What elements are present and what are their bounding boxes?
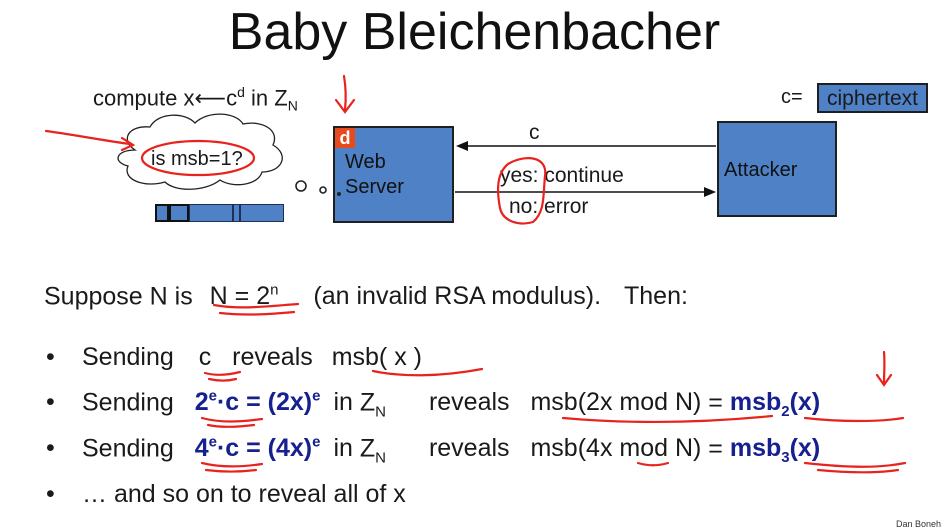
response-no: no: error [509,195,588,219]
b3-N: N [375,449,386,467]
server-key-badge: d [335,128,355,148]
ink-arrow-to-bubble-head [120,136,136,152]
compute-in: in [250,85,269,111]
ink-underline-c-2 [207,377,238,382]
ink-underline-2ec-2 [206,423,256,428]
author-footer: Dan Boneh [895,519,941,529]
b3-reveals: reveals [428,434,510,463]
ink-underline-4ec-2 [204,468,258,473]
b2-reveals: reveals [428,388,510,417]
c-equals-label: c= [781,86,803,108]
suppose-line: Suppose N is N = 2n (an invalid RSA modu… [44,282,688,311]
b3-exp1: e [208,434,217,451]
memory-block-2 [169,204,189,222]
bullet-dot-2: • [46,388,55,416]
b3-dotc: ·c = (4x) [216,434,313,463]
b3-Z: Z [359,434,376,463]
b3-exp2: e [312,434,321,451]
b2-two: 2 [194,388,209,417]
b2-sending: Sending [82,388,174,417]
attacker-label: Attacker [724,159,798,181]
response-yes: yes: continue [500,164,624,188]
suppose-then: Then: [624,282,688,311]
b3-four: 4 [194,434,209,463]
b3-eq: = [701,434,730,463]
b2-msb-result: msb2(x) [729,388,821,420]
b2-N: N [375,403,386,421]
bullet-4: … and so on to reveal all of x [82,480,406,508]
b2-exp2: e [312,388,321,405]
thought-bubble-tiny [319,186,327,194]
b2-expr: 2e·c = (2x)e [195,388,321,416]
ciphertext-box: ciphertext [817,83,928,113]
compute-x: x [183,85,195,111]
b3-sending: Sending [82,434,174,463]
modulus-eq: N = 2n [210,282,279,310]
ink-arrow-down [342,74,347,112]
b2-msb: msb [729,388,782,417]
b1-msb: msb( x ) [331,343,422,371]
b1-sending: Sending [82,343,174,371]
ink-underline-msb3-result-2 [816,468,900,474]
memory-block-3 [189,204,233,222]
error-label: error [544,195,589,218]
slide-title: Baby Bleichenbacher [228,3,721,61]
b3-x: (x) [789,434,821,463]
yes-label: yes: [500,164,539,187]
compute-d: d [237,84,245,100]
b2-in: in [333,388,353,417]
b3-in: in [333,434,353,463]
b3-msb-result: msb3(x) [729,434,821,466]
b2-exp1: e [208,388,217,405]
compute-N: N [287,97,298,114]
server-line-1: Web [345,151,386,173]
memory-block-1 [155,204,169,222]
server-label: Web Server [345,150,404,200]
continue-label: continue [544,164,624,187]
suppose-prefix: Suppose N is [44,282,193,311]
c-arrow-label: c [529,121,540,144]
arrow-c-head [456,141,468,151]
bullet-dot-4: • [46,480,55,508]
b2-x: (x) [789,388,821,417]
b1-c: c [198,343,212,371]
ink-underline-c [203,370,242,376]
thought-bubble-small [295,180,307,192]
b3-msb: msb [729,434,782,463]
ink-arrow-down-head [334,98,356,114]
bullet-dot-1: • [46,343,55,371]
ink-arrow-msb2-head [875,373,893,387]
b2-dotc: ·c = (2x) [216,388,313,417]
compute-label: compute x⟵cd in ZN [93,84,298,114]
attacker-box [717,121,837,217]
compute-prefix: compute [93,85,178,111]
thought-text: is msb=1? [151,148,243,170]
b2-eq: = [701,388,730,417]
compute-Z: Z [274,85,288,111]
memory-block-5 [240,204,284,222]
arrow-response-head [704,187,716,197]
b2-Z: Z [359,388,376,417]
modulus-eq-base: N = 2 [209,282,271,311]
compute-c: c [226,85,238,111]
bullet-2: Sending 2e·c = (2x)e in ZN reveals msb(2… [82,388,820,420]
memory-block-4 [233,204,240,222]
bullet-1: Sending c reveals msb( x ) [82,343,422,372]
bullet-3: Sending 4e·c = (4x)e in ZN reveals msb(4… [82,434,820,466]
compute-arrow: ⟵ [194,85,227,111]
b2-sub: 2 [781,403,790,421]
ink-arrow-to-bubble [44,129,132,146]
suppose-note: (an invalid RSA modulus). [313,282,602,311]
server-line-2: Server [345,176,404,198]
b1-reveals: reveals [232,343,313,371]
modulus-eq-exp: n [270,282,279,299]
ink-underline-n-eq-2 [218,310,296,316]
b3-sub: 3 [781,449,790,467]
bullet-dot-3: • [46,434,55,462]
b3-expr: 4e·c = (4x)e [195,434,321,462]
b2-msb-mod: msb(2x mod N) [530,388,702,417]
no-label: no: [509,195,539,218]
b3-msb-mod: msb(4x mod N) [530,434,702,463]
